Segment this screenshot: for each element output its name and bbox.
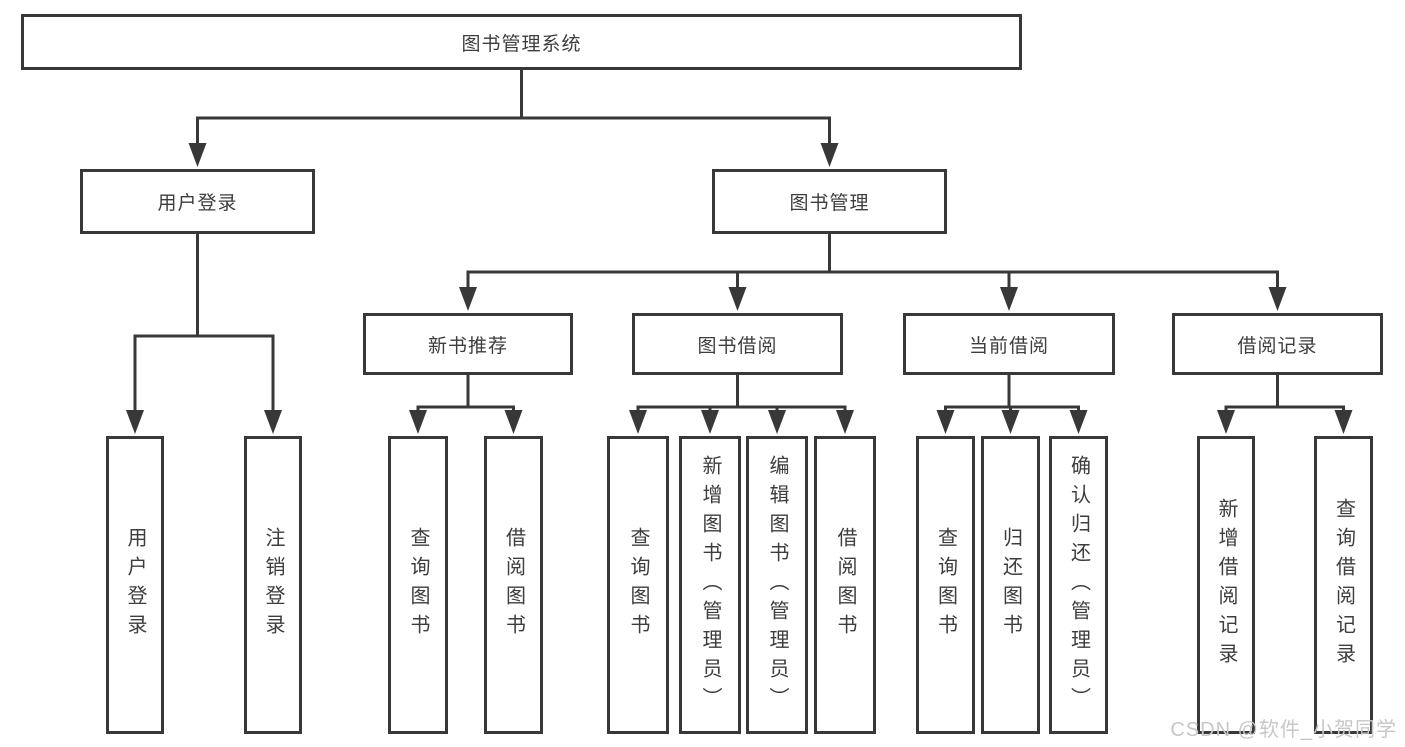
arrowhead-icon	[768, 410, 786, 434]
node-current-borrowing: 当前借阅	[903, 313, 1115, 375]
fork-library-management-system	[188, 68, 839, 167]
arrowhead-icon	[1069, 410, 1088, 434]
node-leaf-br-query-record: 查询借阅记录	[1314, 436, 1373, 734]
arrowhead-icon	[728, 287, 747, 311]
arrowhead-icon	[264, 410, 282, 434]
fork-book-borrowing	[629, 373, 854, 434]
fork-new-book-recommendation	[409, 373, 523, 434]
node-leaf-logout: 注销登录	[244, 436, 302, 734]
node-leaf-nbr-borrow-books: 借阅图书	[484, 436, 543, 734]
arrowhead-icon	[936, 410, 955, 434]
arrowhead-icon	[629, 410, 647, 434]
fork-book-management	[459, 232, 1287, 311]
arrowhead-icon	[1001, 410, 1020, 434]
node-leaf-cb-return-books: 归还图书	[981, 436, 1040, 734]
node-borrowing-records: 借阅记录	[1172, 313, 1383, 375]
arrowhead-icon	[188, 143, 207, 167]
node-leaf-bb-edit-books: 编辑图书（管理员）	[746, 436, 808, 734]
arrowhead-icon	[126, 410, 144, 434]
arrowhead-icon	[820, 143, 839, 167]
arrowhead-icon	[701, 410, 719, 434]
arrowhead-icon	[409, 410, 427, 434]
node-leaf-cb-confirm-return: 确认归还（管理员）	[1049, 436, 1108, 734]
node-book-management: 图书管理	[712, 169, 947, 234]
arrowhead-icon	[504, 410, 523, 434]
fork-user-login	[126, 232, 282, 434]
node-leaf-bb-add-books: 新增图书（管理员）	[679, 436, 741, 734]
node-new-book-recommendation: 新书推荐	[363, 313, 573, 375]
arrowhead-icon	[1334, 410, 1353, 434]
node-leaf-user-login: 用户登录	[106, 436, 164, 734]
node-leaf-br-add-record: 新增借阅记录	[1197, 436, 1255, 734]
arrowhead-icon	[836, 410, 854, 434]
arrowhead-icon	[459, 287, 477, 311]
node-book-borrowing: 图书借阅	[632, 313, 843, 375]
node-leaf-cb-query-books: 查询图书	[916, 436, 975, 734]
arrowhead-icon	[1268, 287, 1287, 311]
node-user-login: 用户登录	[80, 169, 315, 234]
arrowhead-icon	[1217, 410, 1235, 434]
node-library-management-system: 图书管理系统	[21, 14, 1022, 70]
node-leaf-bb-query-books: 查询图书	[607, 436, 669, 734]
watermark: CSDN @软件_小贺同学	[1170, 719, 1397, 741]
fork-borrowing-records	[1217, 373, 1353, 434]
node-leaf-nbr-query-books: 查询图书	[388, 436, 448, 734]
fork-current-borrowing	[936, 373, 1088, 434]
node-leaf-bb-borrow-books: 借阅图书	[814, 436, 876, 734]
arrowhead-icon	[1000, 287, 1018, 311]
